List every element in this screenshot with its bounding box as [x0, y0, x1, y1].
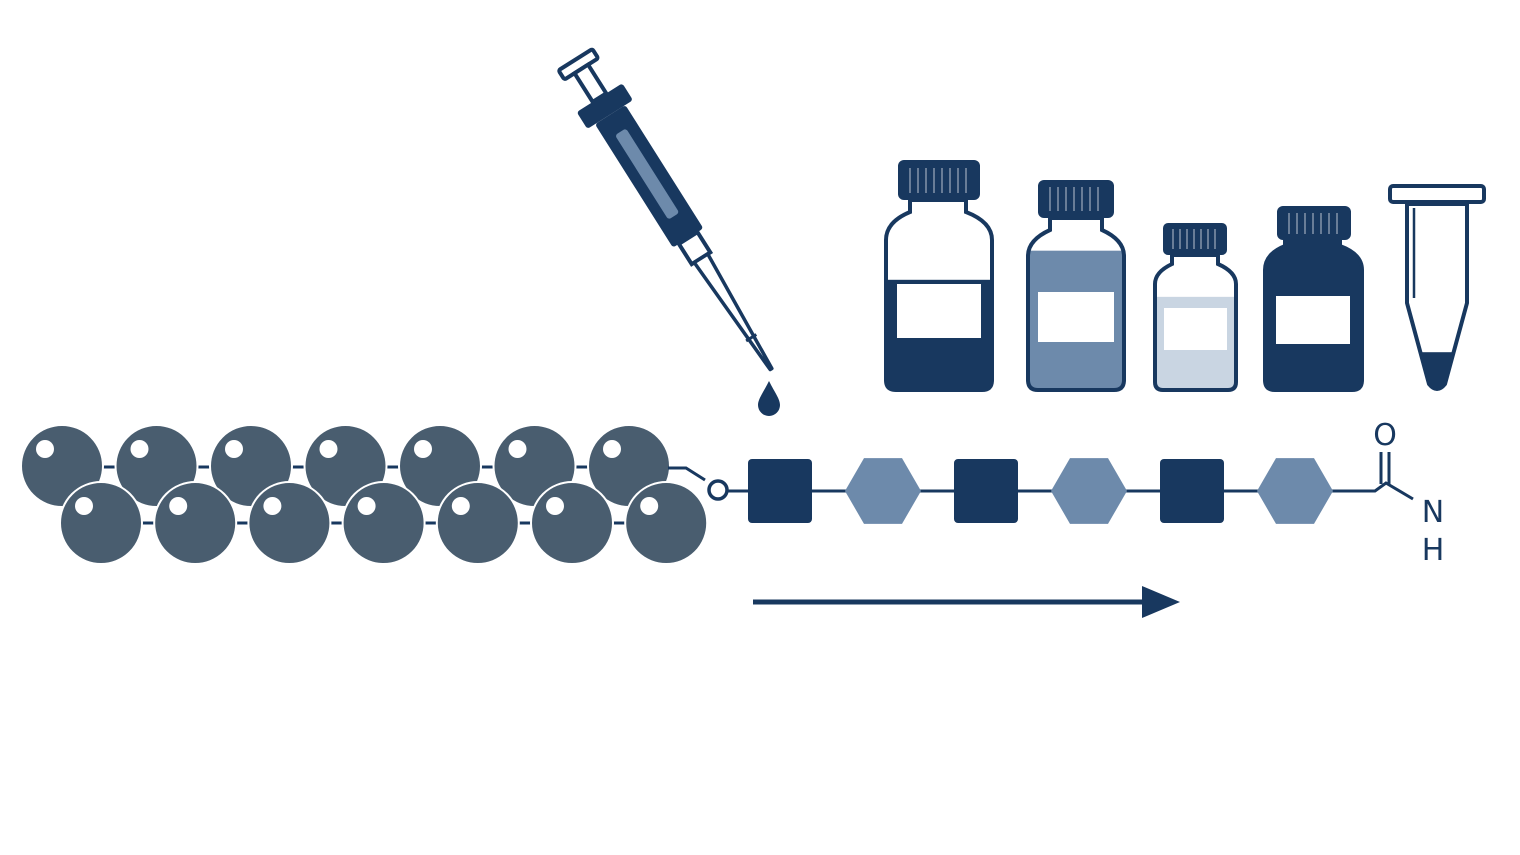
reagent-bottle-icon — [1153, 223, 1238, 392]
reagent-bottle-icon — [884, 160, 994, 392]
arrow-right-icon — [753, 586, 1180, 618]
residue-square-icon — [1160, 459, 1224, 523]
residue-hexagon-icon — [1051, 458, 1127, 524]
peptide-chain: O N H — [727, 418, 1444, 568]
residue-square-icon — [954, 459, 1018, 523]
resin-bead-icon — [530, 481, 614, 565]
microcentrifuge-tube — [1388, 184, 1486, 391]
residue-hexagon-icon — [1257, 458, 1333, 524]
reagent-bottle-icon — [1026, 180, 1126, 392]
residue-hexagon-icon — [845, 458, 921, 524]
reagent-bottle-1 — [884, 160, 994, 392]
reagent-bottle-3 — [1153, 223, 1238, 392]
microcentrifuge-tube-icon — [1388, 184, 1486, 391]
linker-ring-icon — [707, 479, 729, 501]
resin-bead-icon — [59, 481, 143, 565]
resin-beads — [20, 424, 709, 565]
resin-bead-icon — [624, 481, 709, 565]
droplet-icon — [758, 381, 780, 416]
residue-square-icon — [748, 459, 812, 523]
resin-bead-icon — [153, 481, 238, 565]
resin-bead-icon — [341, 481, 426, 565]
resin-bead-icon — [247, 481, 332, 565]
linker — [668, 466, 729, 501]
atom-hydrogen: H — [1422, 533, 1445, 568]
atom-nitrogen: N — [1422, 495, 1444, 530]
pipette-icon — [557, 47, 774, 372]
atom-oxygen: O — [1373, 418, 1397, 453]
reagent-bottle-4 — [1263, 206, 1364, 392]
reagent-bottle-2 — [1026, 180, 1126, 392]
reagent-bottle-icon — [1263, 206, 1364, 392]
resin-bead-icon — [435, 481, 520, 565]
direction-arrow — [753, 586, 1180, 618]
